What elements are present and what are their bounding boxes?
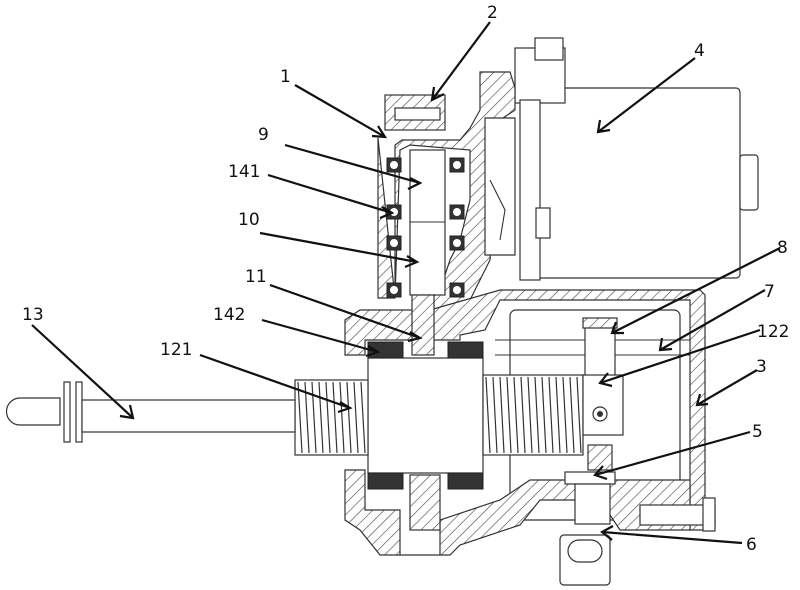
- thread-line: [339, 381, 345, 454]
- callout-141: 141: [228, 162, 260, 182]
- thread-line: [534, 376, 540, 454]
- push-rod: [5, 381, 296, 443]
- thread-line: [304, 381, 310, 454]
- thread-line: [555, 376, 561, 454]
- leader-10: [259, 231, 420, 269]
- callout-7: 7: [764, 282, 775, 302]
- callout-10: 10: [238, 210, 260, 230]
- leader-8: [610, 247, 781, 335]
- thread-line: [318, 381, 324, 454]
- callout-121: 121: [160, 340, 192, 360]
- leader-122: [598, 328, 761, 388]
- leader-lines: [31, 21, 781, 545]
- thread-line: [346, 381, 352, 454]
- callout-9: 9: [258, 125, 269, 145]
- thread-line: [353, 381, 359, 454]
- thread-line: [576, 376, 582, 454]
- thread-line: [527, 376, 533, 454]
- callout-11: 11: [245, 267, 267, 287]
- shift-fork: [582, 317, 624, 471]
- leader-13: [31, 324, 135, 420]
- thread-line: [513, 376, 519, 454]
- callout-1: 1: [280, 67, 291, 87]
- shaft: [411, 294, 435, 356]
- callout-2: 2: [487, 3, 498, 23]
- callout-3: 3: [756, 357, 767, 377]
- thread-line: [562, 376, 568, 454]
- thread-line: [520, 376, 526, 454]
- thread-line: [506, 376, 512, 454]
- lead-screw: [294, 374, 584, 456]
- callout-4: 4: [694, 41, 705, 61]
- leader-5: [593, 430, 751, 481]
- motor: [514, 37, 759, 281]
- leader-9: [284, 143, 423, 190]
- leader-141: [267, 173, 395, 220]
- thread-line: [297, 381, 303, 454]
- callout-8: 8: [777, 238, 788, 258]
- thread-line: [332, 381, 338, 454]
- thread-line: [548, 376, 554, 454]
- nut-assembly: [367, 341, 484, 531]
- thread-line: [485, 376, 491, 454]
- leader-6: [600, 525, 743, 545]
- callout-122: 122: [757, 322, 789, 342]
- leader-1: [294, 84, 388, 139]
- thread-line: [541, 376, 547, 454]
- thread-line: [325, 381, 331, 454]
- leader-3: [695, 369, 758, 407]
- leader-142: [261, 318, 381, 358]
- callout-5: 5: [752, 422, 763, 442]
- gear-housing: [377, 71, 551, 327]
- callout-142: 142: [213, 305, 245, 325]
- sensor-connector: [559, 471, 716, 586]
- leader-7: [658, 289, 766, 352]
- thread-line: [499, 376, 505, 454]
- thread-line: [569, 376, 575, 454]
- leader-2: [430, 21, 491, 102]
- thread-line: [492, 376, 498, 454]
- leader-11: [269, 283, 423, 343]
- leader-121: [199, 353, 353, 414]
- callout-13: 13: [22, 305, 44, 325]
- thread-line: [360, 381, 366, 454]
- callout-6: 6: [746, 535, 757, 555]
- leader-4: [596, 57, 696, 134]
